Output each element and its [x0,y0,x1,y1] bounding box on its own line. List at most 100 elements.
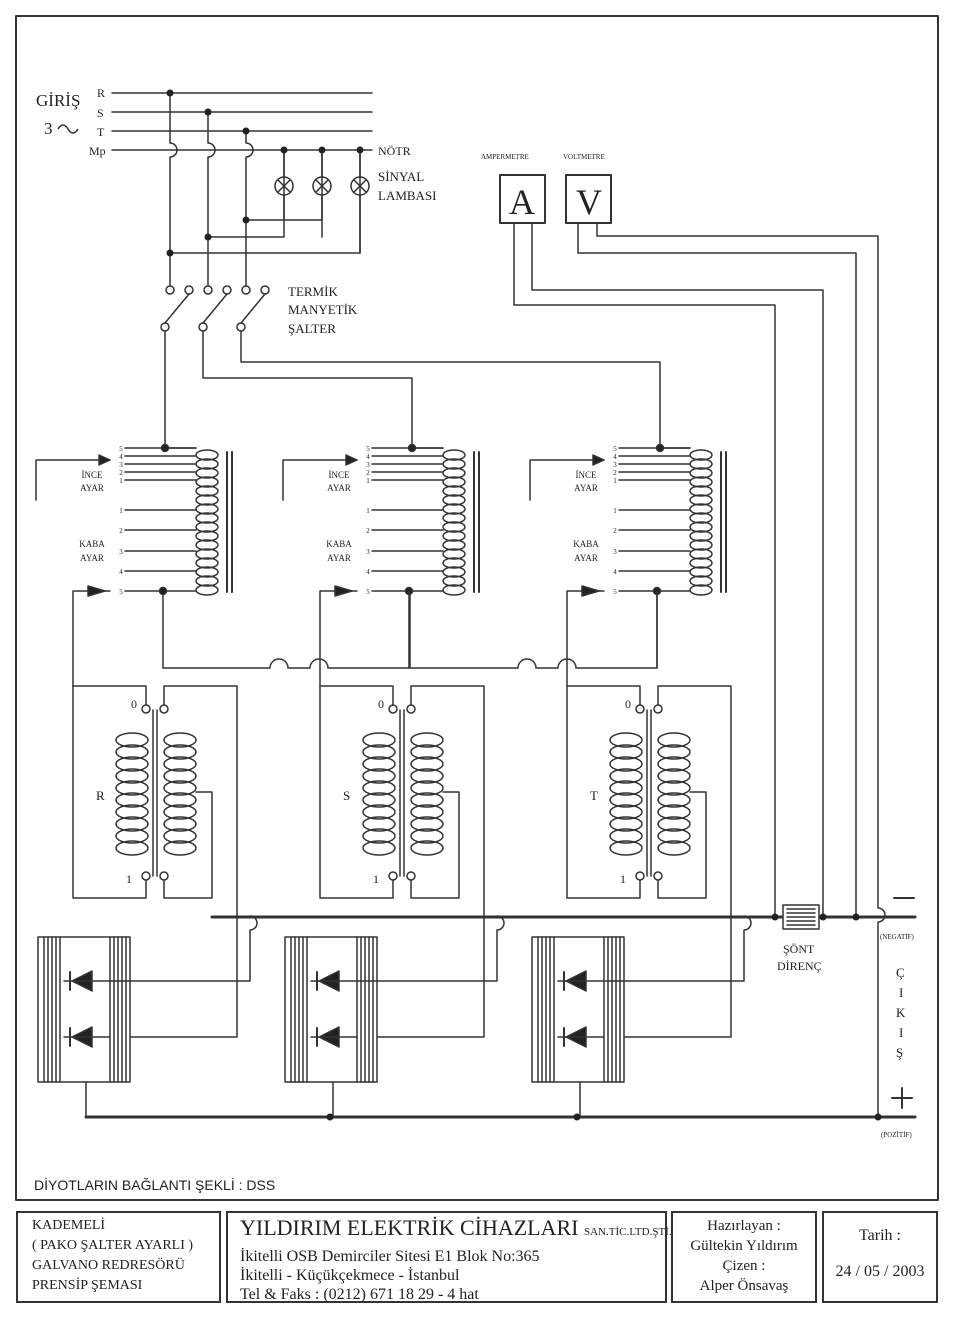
voltmeter-symbol: V [576,182,602,222]
junction-dot [407,443,417,453]
ammeter-symbol: A [509,182,535,222]
tap-changer-2 [282,447,480,687]
line-t-label: T [97,125,105,139]
date-value: 24 / 05 / 2003 [835,1263,925,1280]
date-label: Tarih : [859,1227,901,1244]
fine-tap-number: 1 [366,477,370,485]
line-s-label: S [97,106,104,120]
input-title: GİRİŞ [36,91,80,110]
fine-label-3: İNCE [576,470,597,480]
company-title: YILDIRIM ELEKTRİK CİHAZLARI SAN.TİC.LTD.… [240,1213,672,1247]
transformer-R [37,685,258,1118]
negative-label: (NEGATİF) [880,933,914,941]
fine-label-2-3: AYAR [574,483,598,493]
transformer-phase-label: T [590,788,598,803]
transformers [37,685,752,1118]
description-line-2: ( PAKO ŞALTER AYARLI ) [32,1238,194,1253]
tap-changer-1 [35,447,233,687]
coarse-tap-number: 4 [119,568,123,576]
address-line-2: İkitelli - Küçükçekmece - İstanbul [240,1267,460,1284]
drawn-by: Alper Önsavaş [699,1278,789,1294]
fine-tap-number: 5 [119,445,123,453]
output-letter-1: Ç [896,965,905,980]
neutral-label: NÖTR [378,144,411,158]
shunt-resistor [782,904,820,930]
coarse-tap-number: 5 [366,588,370,596]
shunt-label-2: DİRENÇ [777,959,822,973]
fine-label-2-2: AYAR [327,483,351,493]
fine-tap-number: 4 [366,453,370,461]
address-line-1: İkitelli OSB Demirciler Sitesi E1 Blok N… [240,1248,540,1265]
coarse-tap-number: 3 [366,548,370,556]
transformer-phase-label: S [343,788,350,803]
coarse-label-2-3: AYAR [574,553,598,563]
coarse-tap-number: 1 [119,507,123,515]
coarse-label-3: KABA [573,539,599,549]
junction-dots [166,89,882,1121]
sheet-frame [15,15,939,1201]
date-box: Tarih : 24 / 05 / 2003 [822,1211,938,1303]
coarse-label-2: KABA [326,539,352,549]
fine-tap-number: 3 [366,461,370,469]
transformer-bottom-label: 1 [620,872,626,886]
coarse-tap-number: 3 [613,548,617,556]
title-description-box: KADEMELİ ( PAKO ŞALTER AYARLI ) GALVANO … [16,1211,221,1303]
company-box: YILDIRIM ELEKTRİK CİHAZLARI SAN.TİC.LTD.… [226,1211,672,1303]
transformer-phase-label: R [96,788,105,803]
fine-tap-number: 3 [613,461,617,469]
coarse-tap-number: 1 [613,507,617,515]
coarse-tap-number: 2 [613,527,617,535]
company-name: YILDIRIM ELEKTRİK CİHAZLARI [240,1215,579,1240]
transformer-top-label: 0 [131,697,137,711]
fine-tap-number: 1 [613,477,617,485]
description-line-3: GALVANO REDRESÖRÜ [32,1258,185,1273]
coarse-label-1: KABA [79,539,105,549]
output-letter-5: Ş [896,1045,903,1060]
phase-count: 3 [44,119,53,138]
coarse-tap-number: 2 [366,527,370,535]
line-mp-label: Mp [89,144,106,158]
meters [499,174,886,1118]
transformer-bottom-label: 1 [126,872,132,886]
voltmeter-label: VOLTMETRE [563,153,605,161]
positive-label: (POZİTİF) [881,1131,912,1139]
coarse-tap-number: 4 [366,568,370,576]
coarse-tap-number: 5 [119,588,123,596]
fine-tap-number: 3 [119,461,123,469]
output-letter-2: I [899,985,903,1000]
supply-lines [111,92,373,151]
coarse-tap-number: 2 [119,527,123,535]
fine-tap-number: 4 [613,453,617,461]
coarse-tap-number: 1 [366,507,370,515]
signal-lamps [274,149,370,254]
breaker-label-1: TERMİK [288,284,338,299]
shunt-label-1: ŞÖNT [783,942,815,956]
breaker-label-2: MANYETİK [288,302,358,317]
tap-link-bus [162,590,658,669]
junction-dot [160,443,170,453]
description-line-4: PRENSİP ŞEMASI [32,1278,143,1293]
author-box: Hazırlayan : Gültekin Yıldırım Çizen : A… [671,1211,817,1303]
fine-label-2: İNCE [329,470,350,480]
fine-tap-number: 2 [366,469,370,477]
signal-lamp-label-2: LAMBASI [378,188,437,203]
transformer-top-label: 0 [625,697,631,711]
transformer-S [284,685,505,1118]
transformer-T [531,685,752,1118]
transformer-top-label: 0 [378,697,384,711]
output-letter-3: K [896,1005,906,1020]
thermal-magnetic-breaker [160,285,661,449]
coarse-tap-number: 4 [613,568,617,576]
coarse-label-2-1: AYAR [80,553,104,563]
description-line-1: KADEMELİ [32,1218,106,1233]
fine-tap-number: 2 [119,469,123,477]
fine-label-1: İNCE [82,470,103,480]
ammeter-label: AMPERMETRE [481,153,529,161]
transformer-bottom-label: 1 [373,872,379,886]
ac-symbol [57,124,79,134]
coarse-tap-number: 3 [119,548,123,556]
company-suffix: SAN.TİC.LTD.ŞTİ. [584,1226,672,1238]
tap-changer-3 [529,447,727,687]
